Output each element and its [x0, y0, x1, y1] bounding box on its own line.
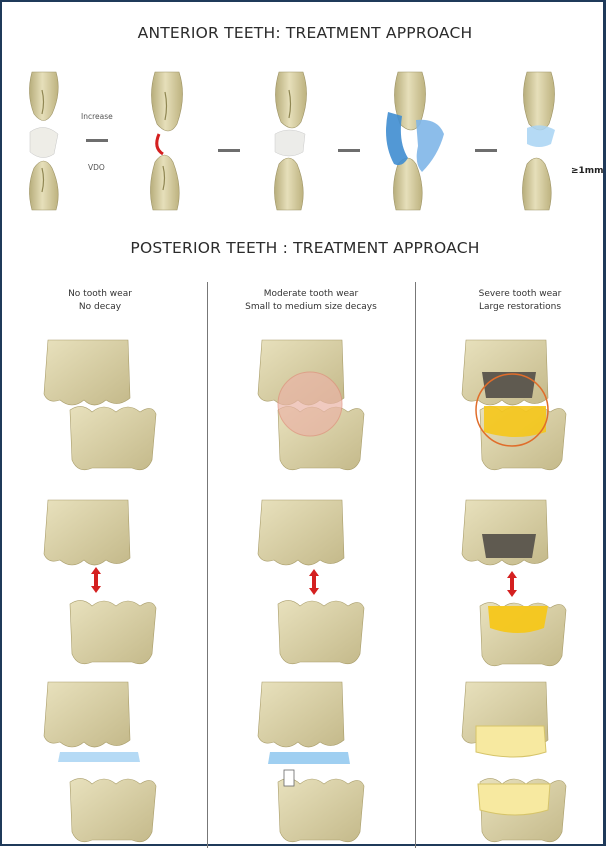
posterior-severe-restored — [462, 682, 566, 842]
posterior-moderate-initial — [258, 340, 364, 470]
posterior-moderate-opened — [258, 500, 364, 664]
posterior-no-wear-restored — [44, 682, 156, 842]
posterior-severe-initial — [462, 340, 566, 470]
posterior-no-wear-opened — [44, 500, 156, 664]
posterior-moderate-restored — [258, 682, 364, 842]
posterior-severe-opened — [462, 500, 566, 666]
posterior-no-wear-initial — [44, 340, 156, 470]
